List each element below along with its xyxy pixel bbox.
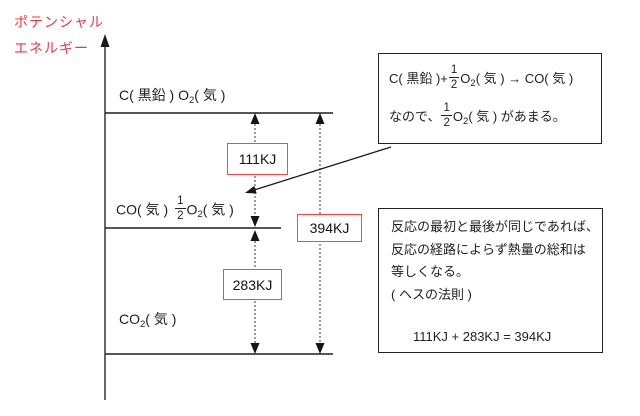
note1-pointer-arrow [245,146,392,194]
subscript: 2 [140,319,146,330]
energy-value-box-111kj: 111KJ [227,143,288,175]
axis-caption-line2: エネルギー [14,40,89,56]
arrow-up-head-icon [250,113,260,124]
fraction-denominator: 2 [443,116,450,129]
hess-law-line1: 反応の最初と最後が同じであれば、 [391,219,599,234]
arrow-down-head-icon [250,343,260,354]
arrow-down-head-icon [315,343,325,354]
energy-value-box-283kj: 283KJ [223,269,282,300]
formula-text: O [452,108,464,124]
pointer-stem [251,146,392,192]
subscript: 2 [470,78,476,90]
axis-arrowhead-icon [100,34,110,47]
pointer-head-icon [245,185,257,194]
arrow-up-head-icon [315,113,325,124]
formula-text: ( 気 ) [202,201,234,218]
subscript: 2 [189,95,195,106]
axis-caption: ポテンシャル エネルギー [14,9,104,61]
subscript: 2 [463,115,469,127]
formula-text: O [186,201,198,218]
formula-text: なので、 [389,108,441,124]
fraction-denominator: 2 [177,210,184,223]
arrow-down-head-icon [250,216,260,227]
note-box-hess-law: 反応の最初と最後が同じであれば、 反応の経路によらず熱量の総和は 等しくなる。 … [378,208,603,353]
axis-caption-line1: ポテンシャル [14,14,104,30]
hess-law-line4: ( ヘスの法則 ) [391,286,472,302]
arrow-up-head-icon [250,230,260,241]
energy-value-label: 394KJ [309,220,350,236]
hess-law-equation: 111KJ + 283KJ = 394KJ [413,329,552,344]
energy-value-label: 283KJ [232,276,273,293]
hess-law-line2: 反応の経路によらず熱量の総和は [391,241,586,257]
formula-text: ( 気 ) [194,87,226,103]
formula-text: C( 黒鉛 ) O [119,87,189,103]
fraction-denominator: 2 [450,79,458,92]
hess-law-line3: 等しくなる。 [391,264,470,279]
energy-value-box-394kj: 394KJ [297,214,362,242]
formula-text: CO [119,311,140,327]
subscript: 2 [197,209,203,221]
formula-text: ( 気 ) があまる。 [468,108,566,124]
formula-text: CO( 気 ) [116,201,169,218]
fraction-numerator: 1 [448,64,460,79]
energy-axis [100,34,110,400]
formula-text: C( 黒鉛 )+ [389,71,448,87]
fraction-numerator: 1 [175,195,186,210]
formula-text: ( 気 ) → CO( 気 ) [475,71,574,87]
energy-arrow-111kj [250,113,260,227]
formula-text: ( 気 ) [145,311,177,327]
energy-value-label: 111KJ [238,151,277,167]
fraction-numerator: 1 [441,102,452,116]
energy-arrow-283kj [250,230,260,354]
level-label-co2: CO2( 気 ) [119,309,176,329]
formula-text: O [460,71,471,87]
level-label-c-graphite-o2: C( 黒鉛 ) O2( 気 ) [119,85,225,105]
